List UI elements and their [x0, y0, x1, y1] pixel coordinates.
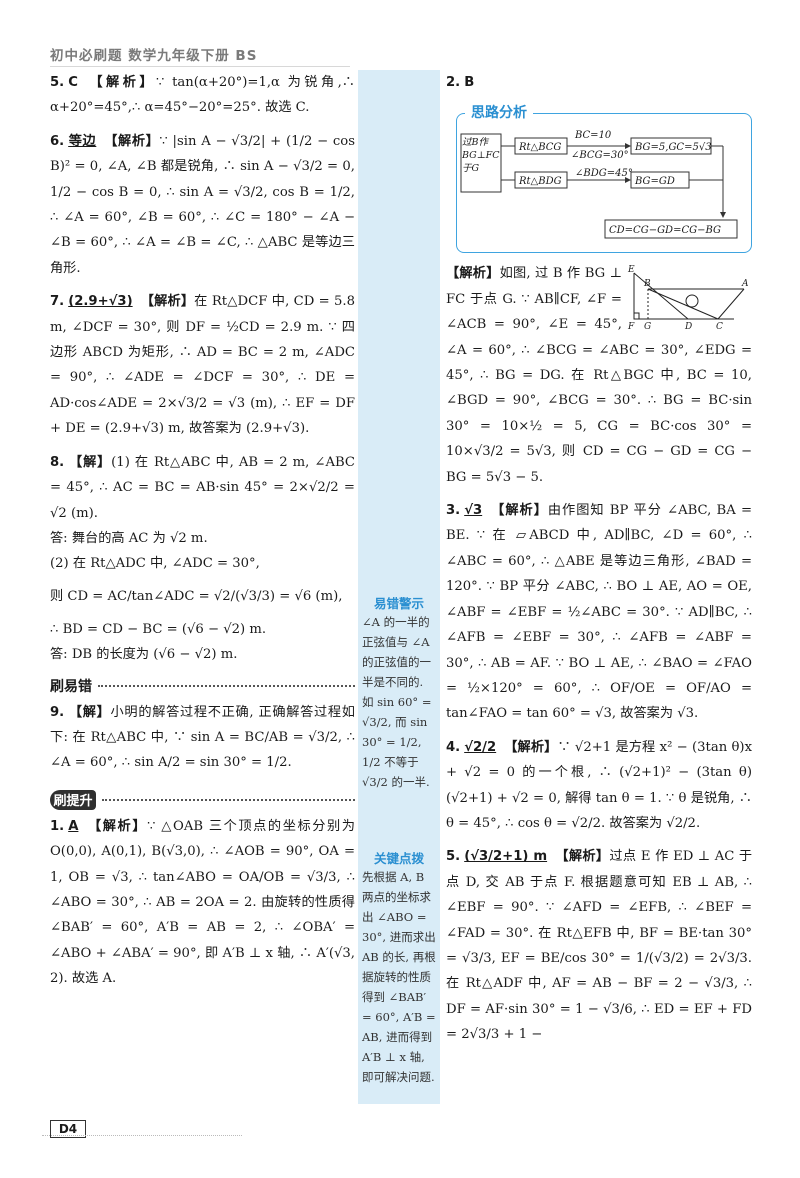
p2-answer: B	[464, 75, 475, 90]
q6: 6.等边【解析】∵ |sin A − √3/2| + (1/2 − cos B)…	[50, 129, 355, 281]
p2-number: 2.	[446, 75, 461, 90]
fig-label-d: D	[684, 322, 692, 331]
p2: 2.B	[446, 70, 752, 95]
p1-answer: A	[68, 818, 79, 834]
p4-text: ∵ √2+1 是方程 x² − (3tan θ)x + √2 = 0 的一个根,…	[446, 739, 753, 831]
fig-label-c: C	[716, 322, 723, 331]
running-header: 初中必刷题 数学九年级下册 BS	[50, 48, 258, 64]
p1-label: 【解析】	[86, 818, 148, 834]
q5-text: ∵ tan(α+20°)=1,α 为锐角,∴ α+20°=45°,∴ α=45°…	[50, 75, 355, 116]
section-yicuo-title: 刷易错	[50, 678, 92, 695]
q5-number: 5.	[50, 75, 65, 90]
q9-text: 小明的解答过程不正确, 正确解答过程如下: 在 Rt△ABC 中, ∵ sin …	[50, 704, 355, 771]
p3: 3.√3 【解析】由作图知 BP 平分 ∠ABC, BA = BE. ∵ 在 ▱A…	[446, 498, 752, 727]
fig-label-b: B	[643, 279, 651, 289]
q9-label: 【解】	[68, 704, 111, 720]
tip-guanjian: 关键点拨 先根据 A, B 两点的坐标求出 ∠ABO = 30°, 进而求出 A…	[358, 840, 440, 1087]
q5-answer: C	[68, 75, 78, 90]
section-tisheng-dots	[102, 798, 355, 801]
tip-yicuo-title: 易错警示	[373, 596, 424, 611]
p1-text: ∵ △OAB 三个顶点的坐标分别为 O(0,0), A(0,1), B(√3,0…	[50, 818, 355, 987]
p5-number: 5.	[446, 849, 461, 865]
p2-solution: 【解析】如图, 过 B 作 BG ⊥ FC 于点 G. ∵ AB∥CF, ∠F …	[446, 261, 752, 490]
p3-label: 【解析】	[490, 503, 548, 519]
tip-yicuo-text: ∠A 的一半的正弦值与 ∠A 的正弦值的一半是不同的. 如 sin 60° = …	[362, 615, 432, 789]
q7: 7.(2.9+√3) 【解析】在 Rt△DCF 中, CD = 5.8 m, ∠D…	[50, 289, 355, 441]
q8-answer-2: 答: DB 的长度为 (√6 − √2) m.	[50, 647, 238, 663]
flow-final: CD=CG−GD=CG−BG	[609, 225, 721, 236]
header-rule	[50, 66, 350, 67]
p2-text: 如图, 过 B 作 BG ⊥ FC 于点 G. ∵ AB∥CF, ∠F = ∠A…	[446, 266, 752, 485]
q9-number: 9.	[50, 704, 65, 720]
p3-text: 由作图知 BP 平分 ∠ABC, BA = BE. ∵ 在 ▱ABCD 中, A…	[446, 503, 753, 722]
flow-start-text: 过B作BG⊥FC于G	[462, 137, 500, 175]
q6-label: 【解析】	[104, 133, 160, 149]
q5-label: 【解析】	[85, 75, 157, 90]
flow-diagram: 过B作BG⊥FC于G Rt△BCG Rt△BDG BC=10 ∠BCG=30° …	[460, 130, 738, 239]
p5-label: 【解析】	[555, 849, 610, 865]
page-number: D4	[50, 1120, 86, 1138]
fig-label-g: G	[644, 322, 651, 331]
q8-part2-cd: 则 CD = AC/tan∠ADC = √2/(√3/3) = √6 (m),	[50, 588, 343, 604]
p2-label: 【解析】	[446, 266, 500, 282]
q6-text: ∵ |sin A − √3/2| + (1/2 − cos B)² = 0, ∠…	[50, 133, 356, 276]
p4-answer: √2/2	[464, 739, 497, 755]
fig-label-f: F	[627, 322, 635, 331]
side-notes: 易错警示 ∠A 的一半的正弦值与 ∠A 的正弦值的一半是不同的. 如 sin 6…	[358, 70, 440, 1104]
section-tisheng-badge: 刷提升	[50, 789, 96, 810]
tip-guanjian-text: 先根据 A, B 两点的坐标求出 ∠ABO = 30°, 进而求出 AB 的长,…	[362, 870, 436, 1084]
q7-label: 【解析】	[140, 294, 195, 310]
q8-label: 【解】	[68, 454, 112, 470]
thinking-analysis-box: 思路分析 过B作BG⊥FC于G Rt△BCG Rt△BDG BC=10 ∠BCG…	[456, 102, 752, 254]
flow-res2: BG=GD	[634, 176, 675, 187]
flow-cond1b: ∠BCG=30°	[571, 150, 629, 161]
flow-rt2: Rt△BDG	[518, 176, 562, 187]
p1-number: 1.	[50, 818, 65, 834]
thinking-analysis-title: 思路分析	[465, 102, 533, 123]
flow-res1: BG=5,GC=5√3	[634, 142, 712, 153]
footer-rule	[42, 1135, 242, 1136]
q8-answer-1: 答: 舞台的高 AC 为 √2 m.	[50, 530, 208, 546]
flow-rt1: Rt△BCG	[518, 142, 561, 153]
p4: 4.√2/2 【解析】∵ √2+1 是方程 x² − (3tan θ)x + √2…	[446, 735, 752, 837]
q7-text: 在 Rt△DCF 中, CD = 5.8 m, ∠DCF = 30°, 则 DF…	[50, 294, 355, 437]
q7-answer: (2.9+√3)	[68, 294, 133, 310]
flow-start-box	[460, 133, 502, 193]
p1: 1.A 【解析】∵ △OAB 三个顶点的坐标分别为 O(0,0), A(0,1),…	[50, 814, 355, 992]
p3-answer: √3	[464, 503, 483, 519]
fig-label-e: E	[627, 265, 635, 275]
flow-cond1a: BC=10	[574, 130, 612, 141]
section-tisheng: 刷提升	[50, 789, 355, 810]
q5: 5.C 【解析】∵ tan(α+20°)=1,α 为锐角,∴ α+20°=45°,…	[50, 70, 355, 121]
tip-guanjian-title: 关键点拨	[373, 851, 424, 866]
q8-text: (1) 在 Rt△ABC 中, AB = 2 m, ∠ABC = 45°, ∴ …	[50, 454, 356, 521]
fig-label-a: A	[741, 279, 749, 289]
q8-part2: (2) 在 Rt△ADC 中, ∠ADC = 30°,	[50, 556, 260, 572]
tip-yicuo: 易错警示 ∠A 的一半的正弦值与 ∠A 的正弦值的一半是不同的. 如 sin 6…	[358, 585, 440, 792]
q9: 9.【解】小明的解答过程不正确, 正确解答过程如下: 在 Rt△ABC 中, ∵…	[50, 700, 355, 776]
q6-number: 6.	[50, 133, 65, 149]
q8-number: 8.	[50, 454, 65, 470]
flow-final-box	[604, 219, 738, 239]
right-column: 2.B 思路分析 过B作BG⊥FC于G Rt△BCG Rt△BDG BC=10 …	[446, 70, 752, 1048]
p4-number: 4.	[446, 739, 461, 755]
p5: 5.(√3/2+1) m 【解析】过点 E 作 ED ⊥ AC 于点 D, 交 A…	[446, 844, 752, 1047]
q8: 8.【解】(1) 在 Rt△ABC 中, AB = 2 m, ∠ABC = 45…	[50, 450, 355, 526]
section-yicuo-dots	[98, 684, 355, 687]
p3-number: 3.	[446, 503, 461, 519]
section-yicuo: 刷易错	[50, 676, 355, 696]
triangle-figure: E B A F G D C	[627, 265, 749, 331]
left-column: 5.C【解析】∵ tan(α+20°)=1,α 为锐角,∴ α+20°=45°,…	[50, 70, 355, 992]
p5-text: 过点 E 作 ED ⊥ AC 于点 D, 交 AB 于点 F. 根据题意可知 E…	[446, 849, 753, 1043]
flow-cond2: ∠BDG=45°	[575, 168, 633, 179]
q8-part2-bd: ∴ BD = CD − BC = (√6 − √2) m.	[50, 621, 267, 637]
p5-answer: (√3/2+1) m	[464, 849, 548, 865]
p4-label: 【解析】	[504, 739, 558, 755]
q7-number: 7.	[50, 294, 65, 310]
q6-answer: 等边	[68, 133, 97, 149]
